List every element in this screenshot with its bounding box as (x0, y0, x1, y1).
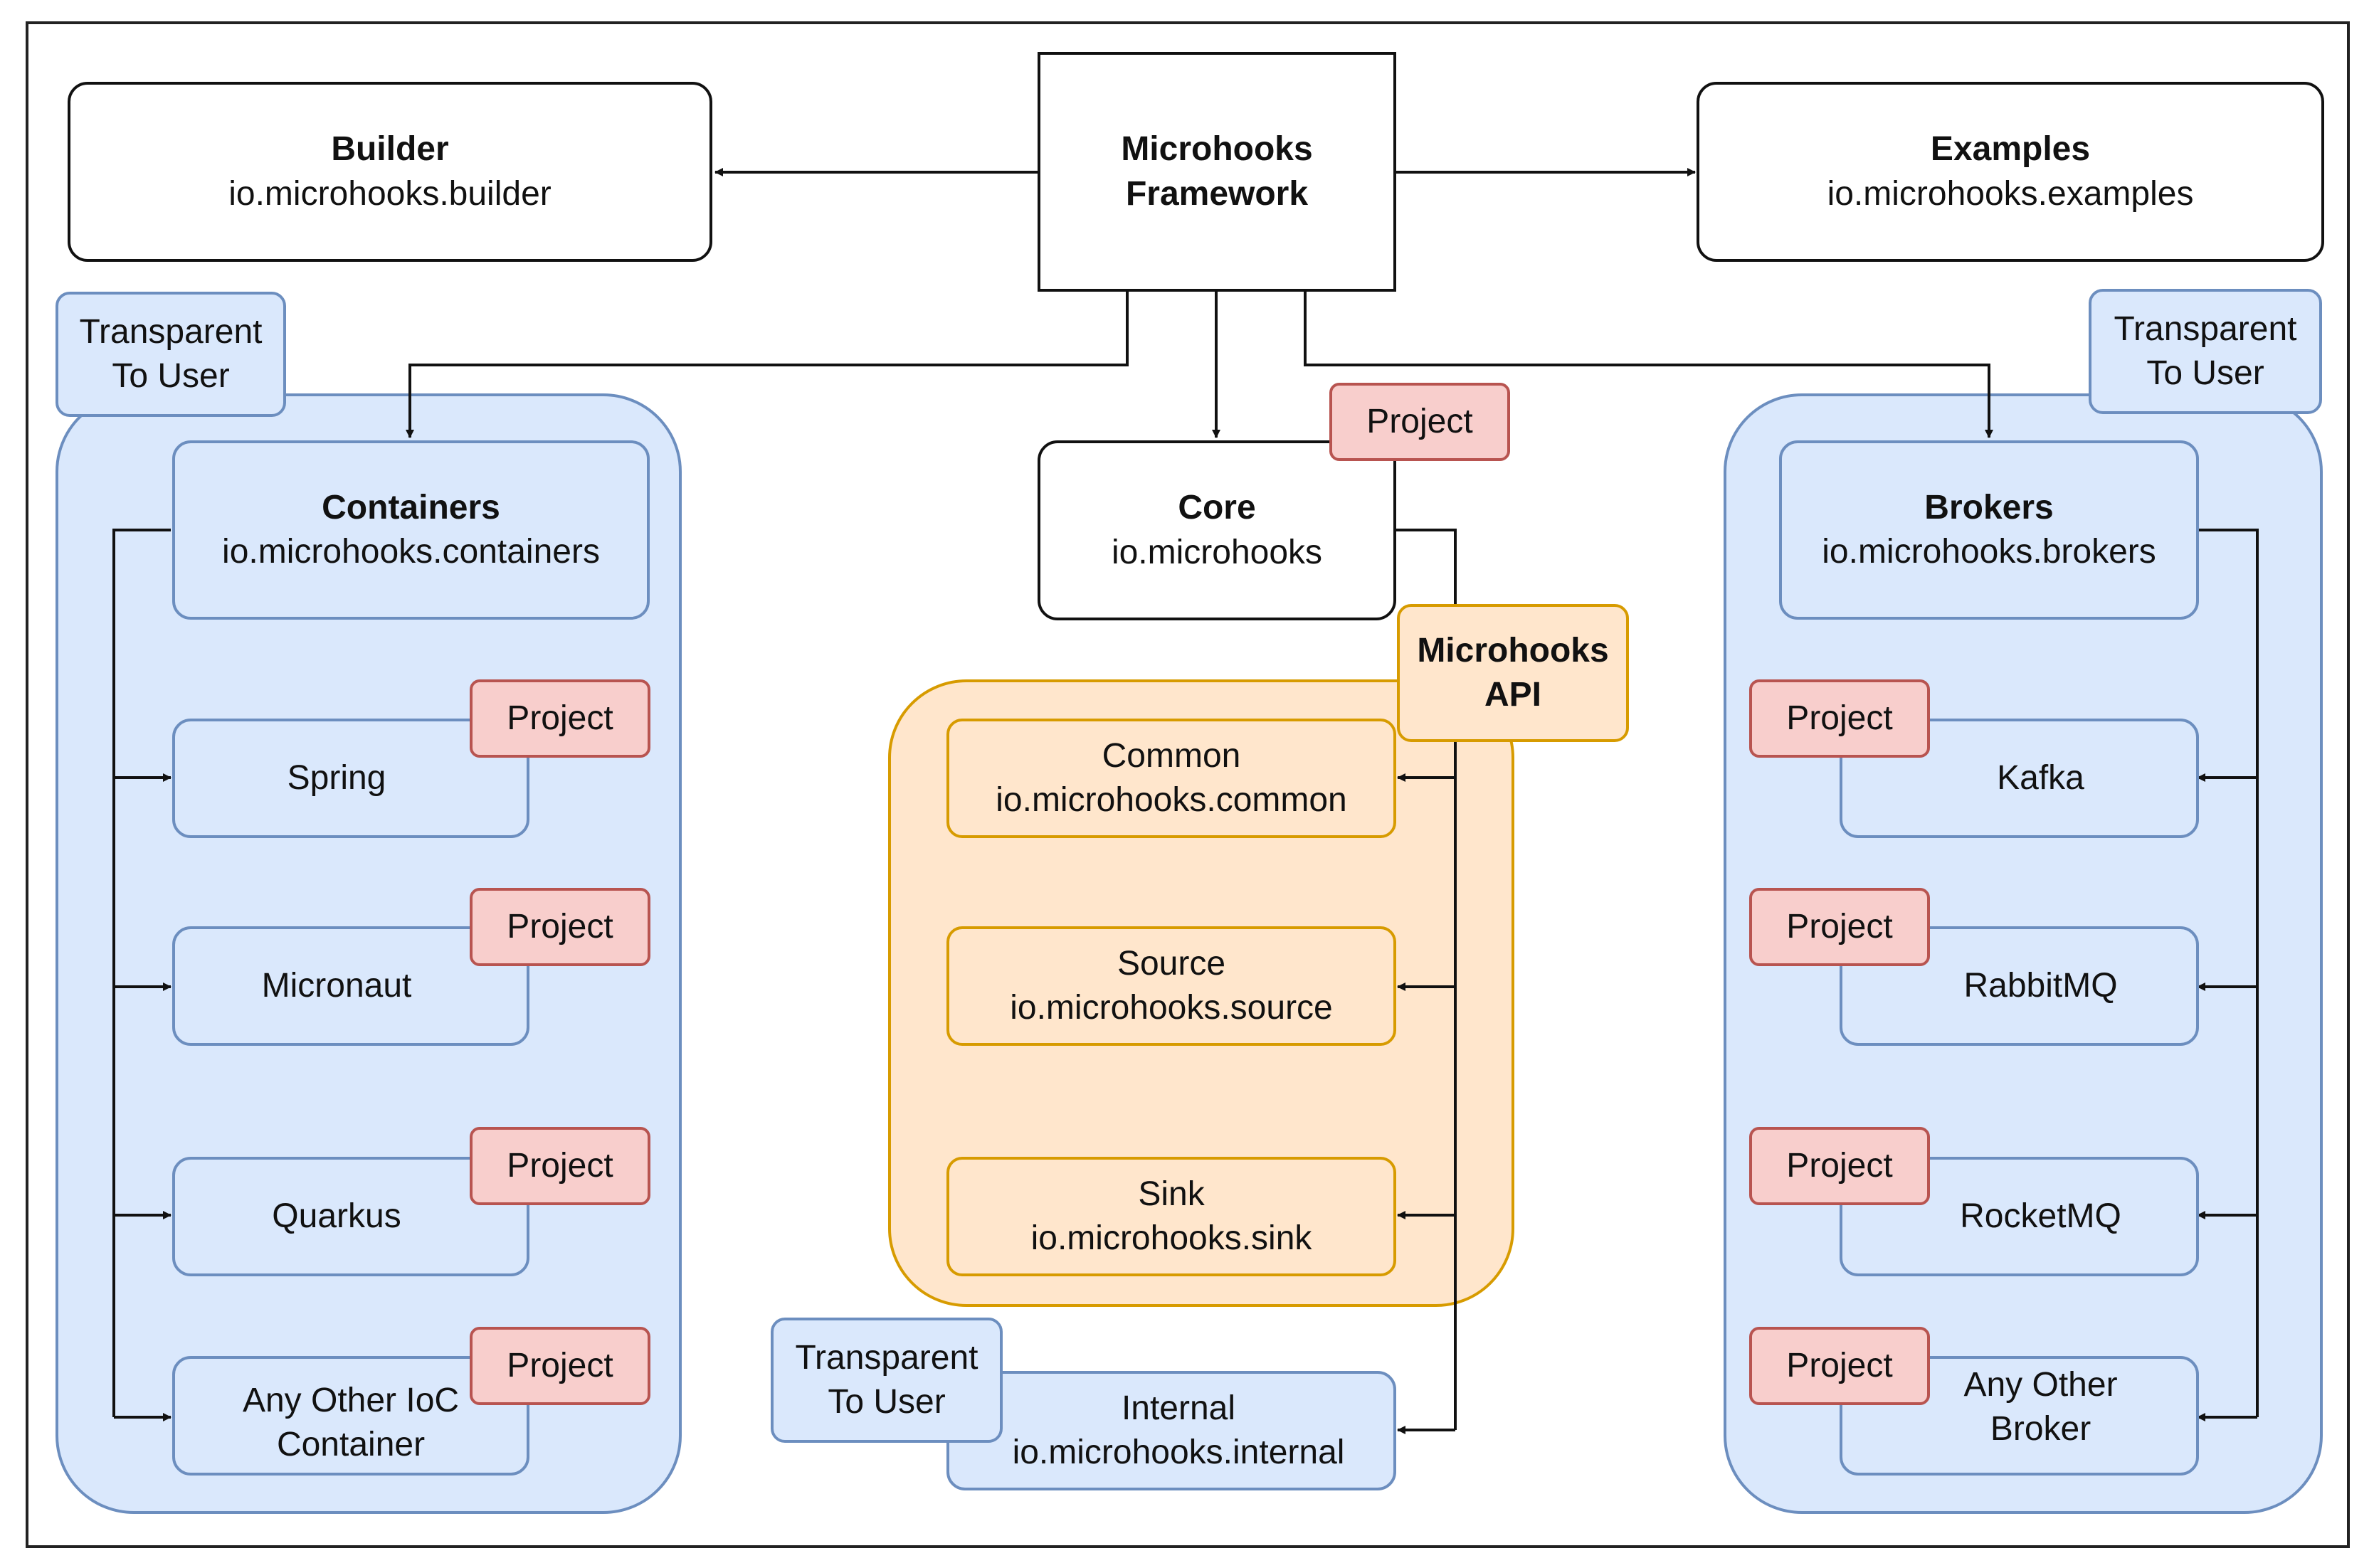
diagram-frame (26, 21, 2350, 1548)
framework-line2: Framework (1125, 174, 1309, 213)
rocketmq-box: RocketMQ (1840, 1157, 2199, 1276)
sink-module-box: Sink io.microhooks.sink (946, 1157, 1396, 1276)
rabbitmq-box: RabbitMQ (1840, 926, 2199, 1046)
kafka-project-badge: Project (1749, 679, 1930, 758)
core-box: Core io.microhooks (1038, 440, 1396, 620)
rabbitmq-project-badge: Project (1749, 888, 1930, 966)
containers-bus (112, 529, 171, 1417)
brokers-box: Brokers io.microhooks.brokers (1779, 440, 2199, 620)
builder-package: io.microhooks.builder (228, 174, 552, 213)
containers-box: Containers io.microhooks.containers (172, 440, 650, 620)
containers-note: Transparent To User (56, 292, 286, 417)
containers-title: Containers (322, 488, 500, 526)
rocketmq-project-badge: Project (1749, 1127, 1930, 1205)
builder-box: Builder io.microhooks.builder (68, 82, 712, 262)
internal-note: Transparent To User (771, 1318, 1003, 1443)
core-package: io.microhooks (1111, 533, 1323, 571)
containers-package: io.microhooks.containers (222, 533, 600, 571)
examples-title: Examples (1930, 130, 2091, 169)
brokers-note: Transparent To User (2089, 289, 2322, 414)
framework-line1: Microhooks (1121, 130, 1313, 169)
builder-title: Builder (331, 130, 449, 169)
examples-box: Examples io.microhooks.examples (1697, 82, 2324, 262)
core-title: Core (1178, 489, 1256, 527)
core-bus (1396, 529, 1457, 1430)
examples-package: io.microhooks.examples (1827, 174, 2194, 213)
brokers-bus (2198, 529, 2259, 1417)
framework-box: Microhooks Framework (1038, 52, 1396, 292)
arrow-framework-to-brokers (1304, 290, 1993, 438)
spring-project-badge: Project (470, 679, 650, 758)
source-module-box: Source io.microhooks.source (946, 926, 1396, 1046)
any-ioc-box: Any Other IoC Container (172, 1356, 529, 1476)
internal-box: Internal io.microhooks.internal (946, 1371, 1396, 1490)
microhooks-api-label: Microhooks API (1397, 604, 1629, 742)
core-project-badge: Project (1329, 383, 1510, 461)
any-ioc-project-badge: Project (470, 1327, 650, 1405)
brokers-title: Brokers (1924, 488, 2054, 526)
arrow-framework-to-containers (406, 290, 1129, 438)
quarkus-project-badge: Project (470, 1127, 650, 1205)
brokers-package: io.microhooks.brokers (1822, 533, 2156, 571)
common-module-box: Common io.microhooks.common (946, 719, 1396, 838)
micronaut-project-badge: Project (470, 888, 650, 966)
any-broker-project-badge: Project (1749, 1327, 1930, 1405)
